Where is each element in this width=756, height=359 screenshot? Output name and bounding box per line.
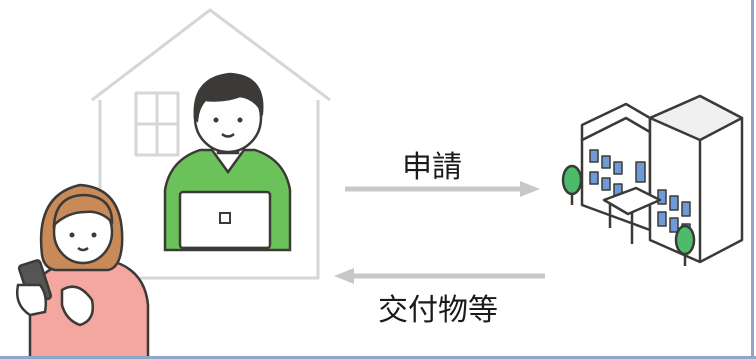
tree-icon: [674, 224, 696, 266]
person-with-smartphone-icon: [16, 183, 150, 359]
house-outline-icon: [91, 8, 331, 280]
arrow-right-icon: [345, 181, 540, 197]
government-building-icon: [561, 94, 744, 266]
frame-border-bottom: [0, 356, 756, 359]
arrow-left-icon: [334, 268, 545, 284]
application-label: 申請: [402, 150, 462, 185]
frame-border-right: [751, 0, 754, 359]
deliverables-label: 交付物等: [378, 293, 498, 328]
person-with-laptop-icon: [163, 72, 292, 252]
tree-icon: [561, 164, 583, 205]
